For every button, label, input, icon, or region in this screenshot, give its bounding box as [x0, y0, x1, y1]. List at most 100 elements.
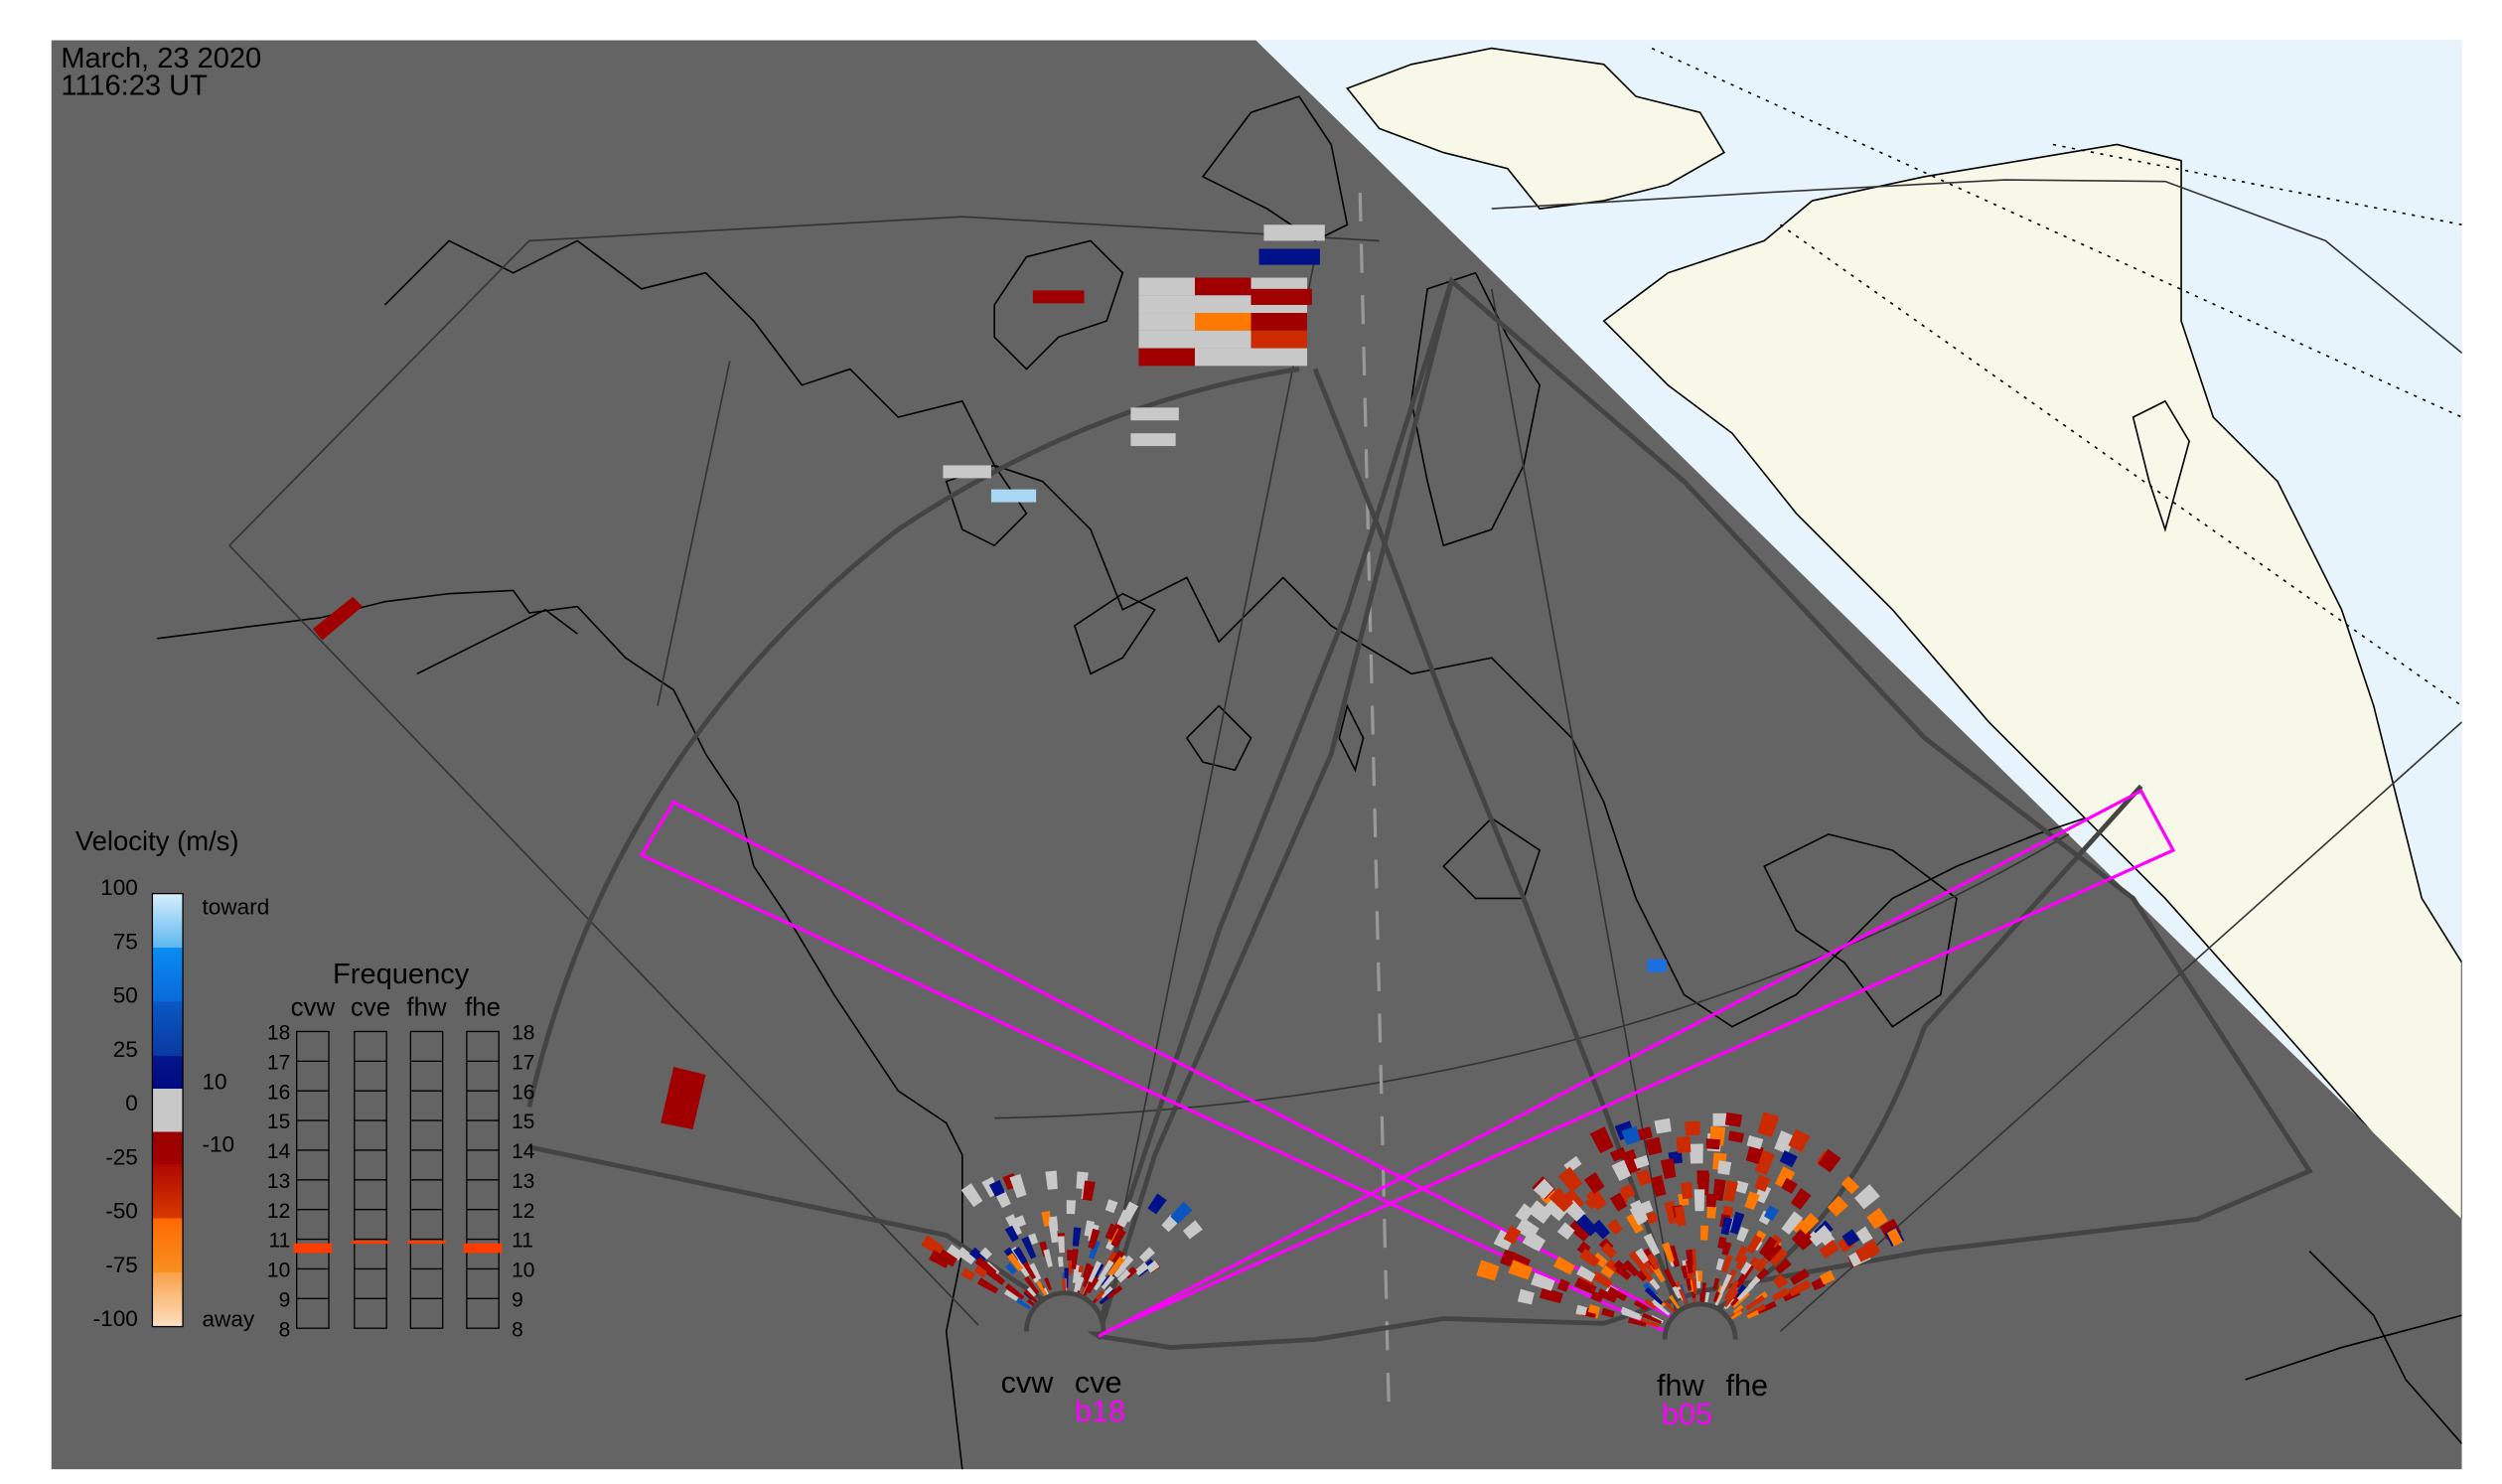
echo-cell	[1005, 1214, 1022, 1237]
echo-cell	[1251, 313, 1308, 331]
echo-cell	[1866, 1207, 1888, 1230]
echo-cell	[1067, 1250, 1074, 1261]
echo-cell	[1633, 1299, 1649, 1311]
echo-cell	[1499, 1249, 1515, 1266]
echo-cell	[1138, 295, 1195, 314]
echo-cell	[1533, 1178, 1554, 1200]
echo-cell	[1611, 1159, 1631, 1182]
frequency-tick-right: 17	[512, 1051, 534, 1074]
echo-cell	[1669, 1294, 1681, 1310]
echo-cell	[1723, 1180, 1738, 1203]
echo-cell	[1596, 1287, 1618, 1303]
echo-cell	[1690, 1143, 1703, 1164]
echo-cell	[1754, 1174, 1771, 1192]
echo-cell	[1556, 1278, 1570, 1292]
echo-cell	[1106, 1284, 1123, 1299]
echo-cell	[1032, 290, 1085, 304]
echo-cell	[1649, 1278, 1661, 1290]
echo-cell	[1735, 1254, 1749, 1270]
echo-cell	[988, 1179, 1005, 1197]
echo-cell	[1104, 1199, 1118, 1214]
echo-cell	[1732, 1304, 1744, 1314]
echo-cell	[1650, 1175, 1667, 1197]
echo-cell	[1674, 1206, 1687, 1227]
echo-cell	[943, 465, 991, 479]
echo-cell	[1728, 1130, 1745, 1143]
frequency-tick-left: 10	[267, 1260, 290, 1282]
station-cve-label: cve	[1075, 1365, 1122, 1400]
echo-cell	[1647, 959, 1667, 972]
frequency-tick-left: 12	[267, 1200, 290, 1223]
frequency-marker	[407, 1240, 446, 1245]
echo-cell	[1015, 1298, 1031, 1310]
echo-cell	[1072, 1227, 1082, 1247]
echo-cell	[960, 1183, 983, 1208]
echo-cell	[1639, 1200, 1654, 1215]
velocity-tick-label: -50	[105, 1199, 138, 1224]
station-fhe-label: fhe	[1725, 1368, 1768, 1403]
echo-cell	[1643, 1233, 1661, 1257]
echo-cell	[1170, 1201, 1193, 1225]
velocity-tick-label: 50	[113, 983, 138, 1008]
echo-cell	[1672, 1285, 1682, 1299]
echo-cell	[1715, 1258, 1724, 1271]
echo-cell	[946, 1244, 964, 1261]
echo-cell	[1146, 1260, 1160, 1273]
echo-cell	[1104, 1223, 1119, 1241]
echo-cell	[1678, 1288, 1689, 1305]
frequency-tick-left: 18	[267, 1022, 290, 1045]
echo-cell	[1693, 1189, 1705, 1212]
echo-cell	[1607, 1219, 1623, 1236]
echo-cell	[1734, 1180, 1749, 1194]
velocity-tick-label: 75	[113, 929, 138, 954]
echo-cell	[1066, 1200, 1077, 1215]
echo-cell	[1609, 1146, 1627, 1162]
echo-cell	[1763, 1205, 1779, 1222]
echo-cell	[1098, 1260, 1114, 1282]
echo-cell	[1043, 1249, 1053, 1267]
echo-cell	[1729, 1211, 1745, 1235]
echo-cell	[1194, 313, 1251, 331]
frequency-tick-left: 14	[267, 1140, 291, 1163]
frequency-tick-right: 12	[512, 1200, 534, 1223]
echo-cell	[929, 1250, 951, 1268]
echo-cell	[1700, 1225, 1709, 1241]
echo-cell	[1699, 1293, 1703, 1304]
frequency-tick-right: 16	[512, 1081, 534, 1104]
echo-cell	[1263, 224, 1325, 241]
echo-cell	[1740, 1261, 1752, 1275]
frequency-tick-left: 15	[267, 1111, 290, 1133]
echo-cell	[1619, 1183, 1636, 1200]
echo-cell	[976, 1277, 999, 1294]
echo-cell	[1557, 1166, 1583, 1192]
echo-cell	[1627, 1317, 1647, 1327]
echo-cell	[1096, 1290, 1105, 1300]
velocity-legend-title: Velocity (m/s)	[75, 825, 239, 856]
station-fhw-label: fhw	[1657, 1368, 1705, 1403]
echo-cell	[1736, 1226, 1749, 1243]
echo-cell	[1587, 1304, 1601, 1315]
beam-b18-label: b18	[1075, 1394, 1125, 1428]
echo-cell	[1791, 1229, 1809, 1246]
echo-cell	[1600, 1242, 1617, 1260]
echo-cell	[1544, 1197, 1568, 1222]
echo-cell	[1087, 1274, 1101, 1294]
echo-cell	[1476, 1260, 1500, 1281]
echo-cell	[1681, 1182, 1693, 1200]
echo-cell	[1044, 1277, 1053, 1291]
echo-cell	[1014, 1215, 1027, 1228]
echo-cell	[1113, 1264, 1126, 1278]
echo-cell	[921, 1235, 945, 1257]
echo-cell	[1590, 1219, 1611, 1240]
echo-cell	[1628, 1250, 1648, 1271]
echo-cell	[1636, 1269, 1648, 1282]
echo-cell	[1089, 1240, 1101, 1260]
frequency-tick-right: 15	[512, 1111, 534, 1133]
echo-cell	[1676, 1136, 1692, 1154]
velocity-tick-label: -25	[105, 1144, 138, 1169]
echo-cell	[1590, 1290, 1604, 1303]
echo-cell	[1746, 1234, 1763, 1255]
echo-cell	[1772, 1287, 1790, 1301]
echo-cell	[1633, 1154, 1650, 1169]
echo-cell	[1774, 1130, 1796, 1154]
